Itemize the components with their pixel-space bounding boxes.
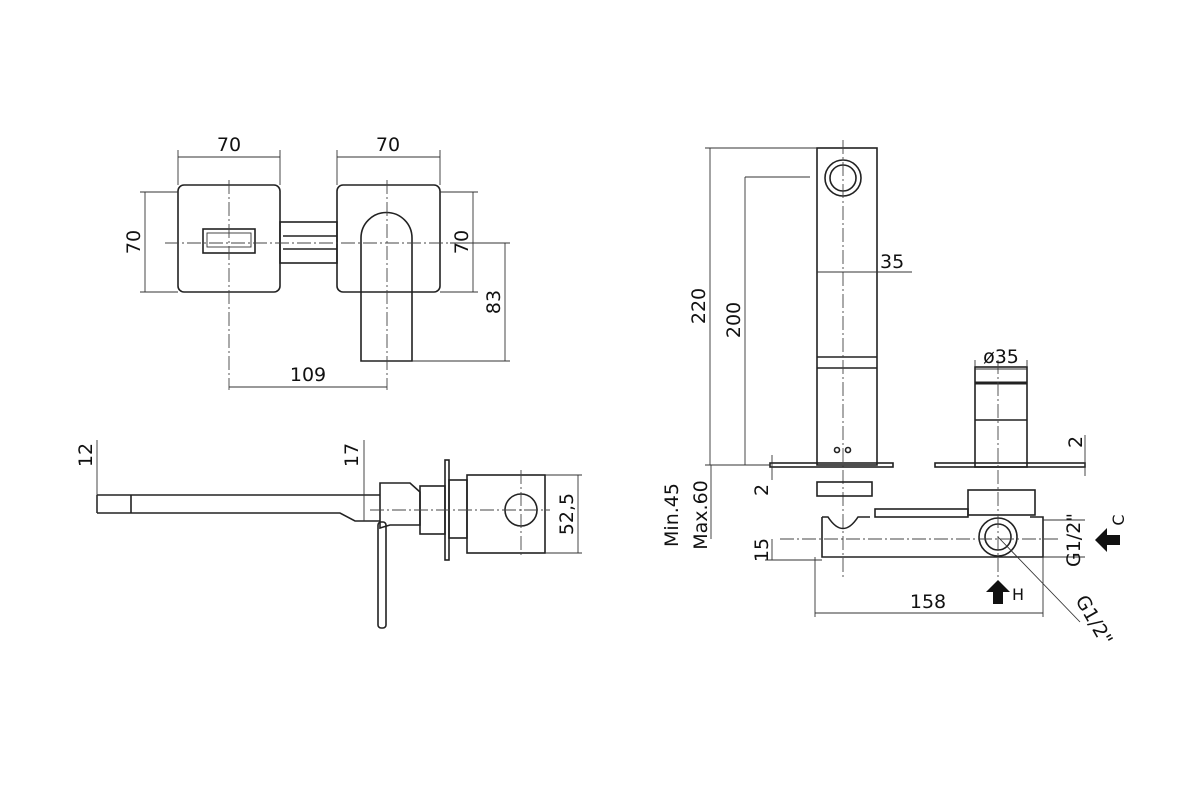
dim-plate-left: 2 [751, 484, 773, 496]
right-plate [336, 184, 441, 293]
dim-wall-min: Min.45 [661, 483, 683, 547]
dim-handle-drop: 83 [483, 290, 505, 314]
hot-label: H [1012, 585, 1024, 604]
cartridge [974, 366, 1028, 468]
dim-cartridge-dia: ø35 [983, 346, 1019, 368]
dim-width-right: 70 [376, 134, 400, 156]
dim-centre-distance: 109 [290, 364, 326, 386]
front-view: 70 70 70 70 83 109 [123, 134, 510, 390]
dim-spout-base: 17 [341, 443, 363, 467]
dim-plate-right: 2 [1065, 436, 1087, 448]
dim-total-height: 220 [688, 288, 710, 324]
side-view: 12 17 52,5 [75, 440, 582, 629]
handle [360, 211, 413, 362]
cold-arrow-icon [1095, 528, 1120, 552]
dim-box-depth: 52,5 [556, 493, 578, 535]
spout-view: 220 200 35 2 2 Min.45 Max.60 15 ø35 158 … [661, 140, 1128, 649]
dim-width-left: 70 [217, 134, 241, 156]
connector [279, 221, 338, 264]
thread-cold: G1/2" [1063, 513, 1085, 567]
valve-box [466, 474, 546, 554]
dim-pipe-offset: 15 [751, 538, 773, 562]
dim-spout-width: 35 [880, 251, 904, 273]
lever [377, 521, 387, 629]
dim-height-right: 70 [451, 230, 473, 254]
cold-label: C [1109, 514, 1128, 525]
dim-spout-thickness: 12 [75, 443, 97, 467]
thread-hot: G1/2" [1071, 592, 1117, 650]
spout [96, 494, 380, 522]
spout-column [816, 147, 878, 466]
dim-wall-max: Max.60 [690, 480, 712, 550]
body [379, 482, 421, 530]
dim-outlet-height: 200 [723, 302, 745, 338]
dim-box-length: 158 [910, 591, 946, 613]
hot-arrow-icon [986, 580, 1010, 604]
dim-height-left: 70 [123, 230, 145, 254]
